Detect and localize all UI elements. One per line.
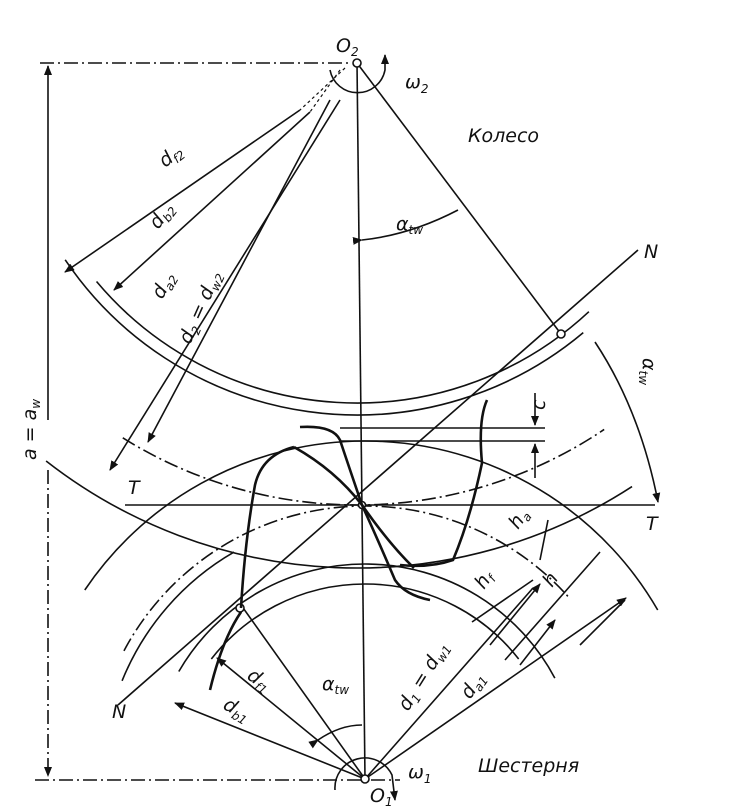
label-c: c bbox=[528, 399, 550, 410]
label-n-bottom: N bbox=[112, 701, 126, 723]
omega2-rotation-arrow bbox=[329, 54, 389, 94]
geometry bbox=[35, 54, 661, 801]
hf-ext-line bbox=[471, 579, 534, 623]
label-t-left: T bbox=[128, 477, 141, 499]
hf-dim-line bbox=[489, 583, 541, 646]
label-df1: df1 bbox=[242, 664, 275, 697]
label-hf: hf bbox=[470, 565, 500, 594]
label-omega2: ω2 bbox=[405, 71, 429, 96]
wheel-ray-dotted-1 bbox=[299, 67, 346, 111]
alpha-tw-bottom-arc bbox=[308, 724, 363, 749]
pinion-left-tooth-profile bbox=[208, 611, 243, 691]
label-alpha-tw-right: αtw bbox=[636, 358, 660, 385]
center-o2 bbox=[352, 58, 362, 68]
df1-dim-line bbox=[216, 657, 366, 780]
wheel-tooth-right-flank bbox=[399, 399, 489, 568]
h-ext-line bbox=[504, 551, 601, 661]
wheel-base-radius bbox=[356, 62, 562, 335]
da2-dim-line bbox=[147, 99, 331, 443]
label-omega1: ω1 bbox=[408, 761, 432, 786]
label-da2: da2 bbox=[147, 268, 181, 303]
da1-dim-line bbox=[364, 597, 627, 780]
h-dim-line bbox=[519, 619, 556, 666]
db2-dim-line bbox=[113, 111, 311, 291]
label-center-distance: a = aw bbox=[19, 399, 43, 460]
omega1-rotation-arrow bbox=[334, 757, 398, 801]
wheel-ray-dotted-2 bbox=[309, 69, 341, 113]
label-alpha-tw-bottom: αtw bbox=[322, 673, 349, 697]
alpha-tw-right-arc bbox=[594, 341, 661, 503]
wheel-tooth-left-flank bbox=[299, 425, 431, 602]
pinion-tooth-left-flank bbox=[239, 445, 295, 609]
label-o1: O1 bbox=[370, 785, 393, 806]
alpha-tw-top-arc bbox=[352, 209, 459, 245]
label-db2: db2 bbox=[145, 198, 181, 234]
line-of-action-nn bbox=[117, 249, 639, 706]
center-o1 bbox=[360, 774, 370, 784]
pinion-pitch-circle bbox=[123, 505, 569, 652]
d1-dim-line bbox=[364, 587, 534, 780]
df2-dim-line bbox=[64, 109, 301, 273]
label-o2: O2 bbox=[336, 35, 359, 59]
wheel-base-circle bbox=[95, 281, 590, 404]
label-da1: da1 bbox=[456, 668, 491, 704]
wheel-pitch-circle bbox=[122, 428, 605, 506]
axis-line bbox=[356, 62, 366, 780]
contact-point-upper bbox=[556, 329, 566, 339]
da1-ext-line bbox=[579, 599, 626, 646]
wheel-root-circle bbox=[64, 259, 584, 416]
label-t-right: T bbox=[646, 513, 659, 535]
label-pinion: Шестерня bbox=[478, 755, 579, 777]
d2-dim-line bbox=[109, 99, 341, 471]
label-ha: ha bbox=[504, 504, 535, 534]
label-df2: df2 bbox=[155, 140, 189, 174]
db1-dim-line bbox=[174, 702, 366, 780]
label-d1: d1 = dw1 bbox=[394, 638, 455, 716]
pinion-adjacent-profile bbox=[121, 551, 235, 682]
wheel-tip-circle bbox=[45, 460, 633, 569]
pinion-base-circle bbox=[178, 563, 556, 679]
label-n-top: N bbox=[644, 241, 658, 263]
pinion-root-circle bbox=[210, 583, 520, 660]
ha-dim-line bbox=[539, 519, 549, 561]
label-alpha-tw-top: αtw bbox=[396, 213, 423, 237]
pinion-base-radius bbox=[240, 604, 366, 780]
pinion-tooth-right-flank bbox=[293, 445, 415, 569]
label-wheel: Колесо bbox=[468, 125, 539, 147]
